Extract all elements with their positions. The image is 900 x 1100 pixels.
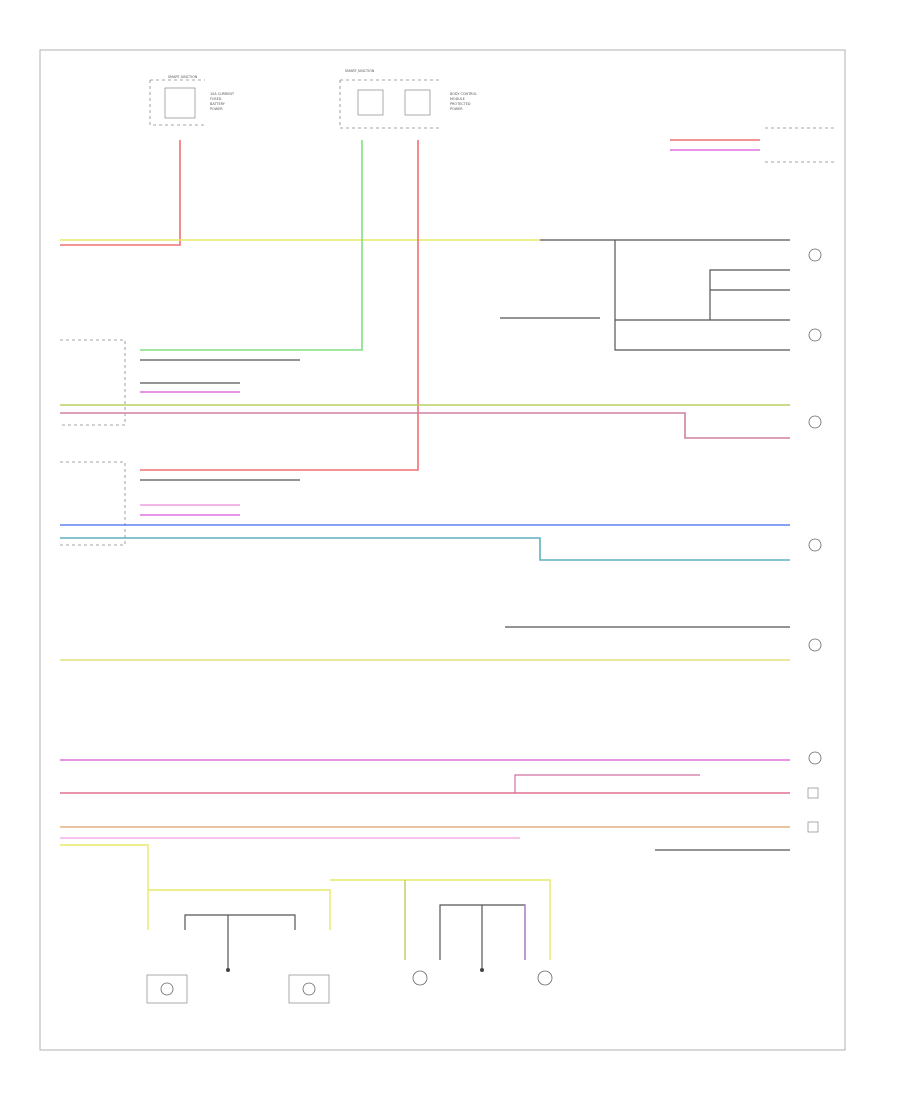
svg-text:FUSED: FUSED: [210, 97, 222, 101]
wire-gray-bottom-1: [184, 914, 296, 930]
wire-yellow-bottom-3: [330, 879, 551, 960]
driver-door-module: [60, 339, 822, 439]
diagram-frame: [39, 49, 846, 1051]
svg-text:SMART JUNCTION: SMART JUNCTION: [168, 75, 198, 79]
bulb-icon-4: [537, 970, 553, 986]
wire-yellow-bottom-2: [148, 889, 331, 930]
wire-green-fuse: [140, 140, 363, 351]
svg-text:BATTERY: BATTERY: [210, 102, 226, 106]
connector-box-2: [807, 821, 819, 833]
fuse-box-left: SMART JUNCTION 10A CURRENT FUSED BATTERY…: [149, 75, 235, 126]
wire-gray-branch-1: [614, 240, 790, 351]
ground-icon-2: [480, 968, 484, 972]
svg-text:POWER: POWER: [450, 107, 463, 111]
svg-text:MODULE: MODULE: [450, 97, 465, 101]
bulb-icon-2: [302, 982, 316, 996]
bulb-icon-3: [412, 970, 428, 986]
wire-yellow-bottom-1: [60, 844, 149, 930]
ground-icon-1: [226, 968, 230, 972]
svg-text:POWER: POWER: [210, 107, 223, 111]
fuse-box-right: SMART JUNCTION BODY CONTROL MODULE PROTE…: [339, 69, 477, 129]
wire-red-fuse: [60, 140, 181, 246]
connector-box-1: [807, 787, 819, 799]
bulb-icon-1: [160, 982, 174, 996]
svg-text:BODY CONTROL: BODY CONTROL: [450, 92, 477, 96]
svg-text:PROTECTED: PROTECTED: [450, 102, 471, 106]
wire-gray-branch-3: [709, 269, 790, 320]
svg-text:10A CURRENT: 10A CURRENT: [210, 92, 235, 96]
lamp-icon-low: [808, 751, 822, 765]
svg-text:SMART JUNCTION: SMART JUNCTION: [345, 69, 375, 73]
passenger-door-module: [60, 461, 822, 561]
lamp-icon-2: [808, 328, 822, 342]
lamp-icon-mid: [808, 638, 822, 652]
wire-trailer-branch: [514, 774, 700, 793]
wire-red-fuse-2: [140, 140, 419, 471]
lamp-icon-1: [808, 248, 822, 262]
